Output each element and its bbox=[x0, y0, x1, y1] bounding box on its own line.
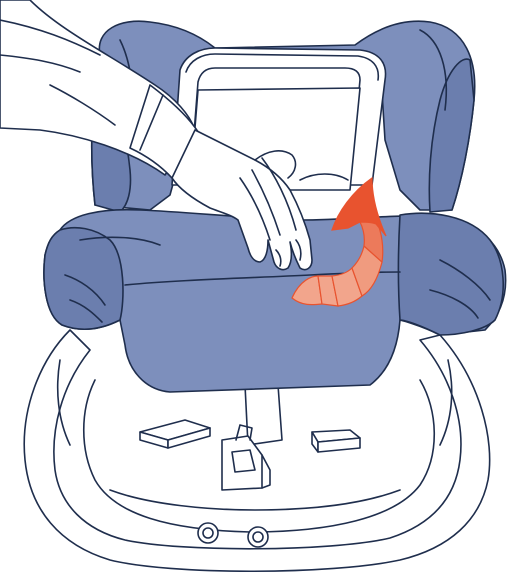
knob-right bbox=[248, 527, 268, 547]
adjustment-knobs bbox=[198, 523, 268, 547]
right-belt-slot bbox=[312, 430, 360, 452]
left-belt-slot bbox=[140, 420, 210, 448]
cushion-left-roll bbox=[44, 228, 123, 329]
knob-left bbox=[198, 523, 218, 543]
crotch-strap-buckle bbox=[222, 385, 282, 490]
base-front-lip bbox=[110, 490, 400, 510]
cushion-right-roll bbox=[399, 213, 504, 335]
